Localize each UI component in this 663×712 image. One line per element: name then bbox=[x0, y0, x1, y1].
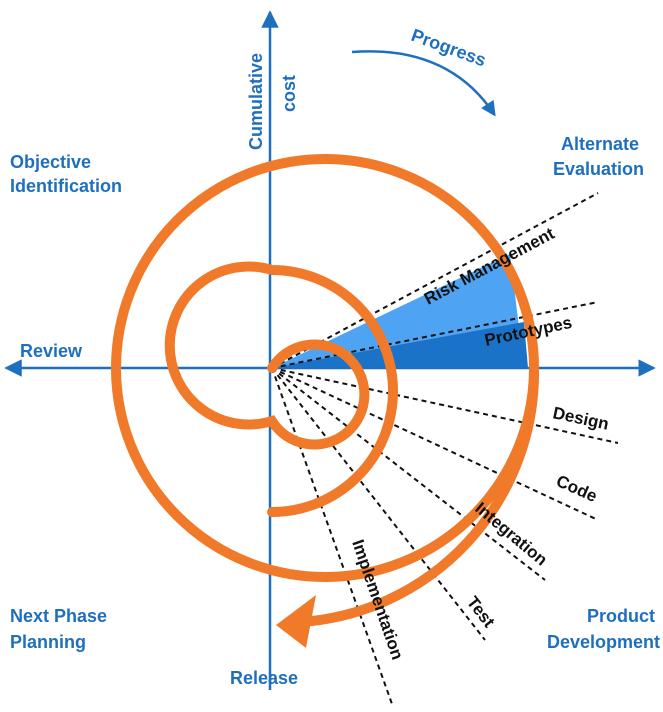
alternate-evaluation-label: Alternate Evaluation bbox=[553, 134, 644, 179]
test-line bbox=[271, 367, 486, 641]
integration-line bbox=[271, 367, 546, 581]
phase-lines bbox=[271, 192, 619, 705]
risk-upper-line bbox=[271, 192, 599, 369]
progress-arrow bbox=[351, 50, 496, 117]
integration-label: Integration bbox=[471, 499, 551, 570]
test-label: Test bbox=[463, 593, 499, 632]
progress-label: Progress bbox=[409, 25, 489, 70]
release-label: Release bbox=[230, 668, 298, 688]
release-arrow-shaft bbox=[295, 363, 540, 627]
prototypes-wedge bbox=[272, 322, 528, 368]
design-label: Design bbox=[551, 403, 610, 433]
spiral bbox=[111, 154, 540, 627]
cost-label: cost bbox=[279, 75, 299, 112]
review-label: Review bbox=[20, 341, 83, 361]
code-label: Code bbox=[553, 471, 600, 506]
product-development-label: Product Development bbox=[547, 606, 660, 652]
next-phase-planning-label: Next Phase Planning bbox=[10, 606, 112, 652]
prototypes-upper-line bbox=[271, 301, 599, 369]
spiral-inner bbox=[164, 261, 398, 517]
release-arrow-head bbox=[276, 595, 316, 648]
cumulative-label: Cumulative bbox=[246, 53, 266, 150]
code-line bbox=[271, 367, 599, 521]
objective-identification-label: Objective Identification bbox=[10, 152, 122, 196]
implementation-line bbox=[271, 367, 393, 705]
